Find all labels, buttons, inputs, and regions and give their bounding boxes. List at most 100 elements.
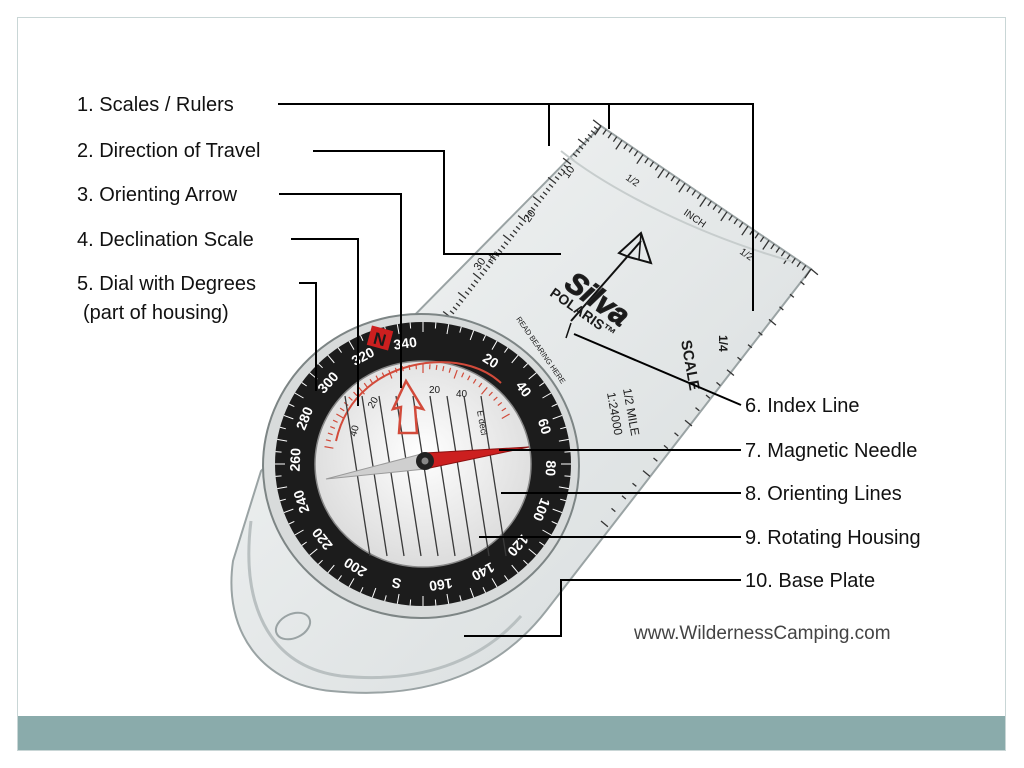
ruler-tick — [533, 202, 539, 208]
ruler-tick — [524, 214, 530, 219]
lanyard-hole — [274, 611, 312, 641]
label-orienting-lines: 8. Orienting Lines — [745, 483, 902, 505]
bezel-tick — [482, 587, 487, 593]
ruler-tick — [796, 261, 802, 268]
ruler-tick — [502, 234, 512, 242]
ruler-tick — [472, 272, 482, 280]
declination-tick — [401, 366, 404, 372]
ruler-tick — [557, 172, 563, 177]
bezel-tick — [523, 363, 529, 369]
bezel-tick — [552, 414, 563, 420]
ruler-tick — [628, 147, 634, 153]
bezel-tick — [384, 595, 387, 602]
ruler-band — [560, 150, 792, 262]
ruler-tick — [594, 125, 602, 136]
bezel-tick — [359, 587, 364, 593]
label-direction-of-travel: 2. Direction of Travel — [77, 140, 260, 162]
direction-arrow — [570, 231, 653, 322]
magnetic-needle — [325, 446, 530, 480]
bezel-tick — [459, 595, 462, 602]
label-magnetic-needle: 7. Magnetic Needle — [745, 440, 917, 462]
ruler-tick — [665, 172, 670, 178]
ruler-tick — [611, 507, 616, 513]
callout-labels: 1. Scales / Rulers 2. Direction of Trave… — [77, 94, 921, 592]
ruler-tick — [738, 222, 744, 228]
declination-tick — [388, 369, 393, 379]
bezel-tick — [560, 426, 567, 430]
bezel-tick — [446, 324, 450, 335]
declination-tick — [408, 364, 411, 371]
ruler-tick — [712, 204, 718, 210]
declination-tick — [442, 366, 445, 372]
ruler-number: 20 — [522, 208, 539, 225]
ruler-tick — [473, 279, 479, 284]
bezel-tick — [359, 335, 364, 341]
ruler-tick — [670, 175, 676, 182]
bezel-tick — [275, 451, 282, 453]
bezel-tick — [511, 354, 519, 364]
ruler-tick — [578, 145, 584, 150]
svg-text:20: 20 — [429, 385, 441, 396]
slide: 10 20 30 mm 1/2 1/2 INCH 1/4 Silva POLAR… — [17, 17, 1006, 751]
ruler-tick — [691, 189, 697, 196]
declination-tick — [363, 382, 368, 388]
ruler-tick — [458, 298, 464, 303]
ruler-tick — [592, 119, 602, 127]
ruler-tick — [675, 179, 681, 185]
ruler-tick — [577, 138, 587, 146]
ruler-tick — [623, 143, 628, 150]
ruler-tick — [607, 132, 613, 139]
ruler-tick — [455, 302, 461, 307]
ruler-tick — [545, 187, 551, 192]
ruler-tick — [487, 253, 497, 261]
dial-number: 160 — [428, 575, 454, 594]
declination-tick — [394, 367, 398, 373]
declination-tick — [501, 413, 510, 420]
label-scales-rulers: 1. Scales / Rulers — [77, 94, 234, 116]
orienting-line — [480, 395, 507, 557]
bezel-tick — [288, 521, 295, 525]
ruler-tick — [759, 236, 765, 243]
ruler-tick — [457, 291, 467, 300]
ruler-tick — [696, 193, 702, 200]
bezel-tick — [528, 372, 537, 380]
bezel-tick — [523, 559, 529, 565]
bezel-tick — [396, 593, 400, 604]
ruler-tick — [684, 419, 693, 427]
bezel-tick — [491, 340, 498, 350]
declination-tick — [461, 372, 465, 378]
declination-tick — [332, 419, 338, 423]
ruler-tick — [737, 356, 742, 361]
orienting-line — [378, 395, 405, 557]
ruler-tick — [532, 195, 542, 204]
ruler-tick — [716, 381, 721, 387]
dial-number: 80 — [543, 460, 560, 476]
ruler-tick — [768, 318, 777, 326]
ruler-tick — [780, 250, 786, 257]
bezel-tick — [434, 599, 437, 606]
orienting-line — [361, 395, 388, 557]
dial-number: 260 — [287, 448, 304, 472]
ruler-tick — [741, 225, 749, 236]
ruler-tick — [587, 133, 593, 139]
footer-band — [18, 716, 1005, 750]
ruler-tick — [584, 137, 590, 142]
ruler-tick — [615, 139, 623, 150]
bezel-tick — [348, 340, 355, 350]
inch-mark: 1/4 — [716, 335, 730, 352]
ruler-tick — [503, 241, 509, 246]
ruler-tick — [488, 260, 494, 265]
declination-tick — [325, 439, 331, 442]
ruler-tick — [542, 191, 548, 196]
declination-tick — [336, 413, 345, 420]
ruler-tick — [485, 264, 491, 269]
ruler-tick — [590, 130, 596, 135]
ruler-tick — [632, 482, 637, 487]
bezel-tick — [564, 475, 571, 477]
label-base-plate: 10. Base Plate — [745, 570, 875, 592]
bezel-tick — [446, 593, 450, 604]
dial-number: 340 — [393, 334, 419, 353]
declination-tick — [348, 396, 353, 401]
label-orienting-arrow: 3. Orienting Arrow — [77, 184, 238, 206]
bezel-tick — [528, 548, 537, 556]
